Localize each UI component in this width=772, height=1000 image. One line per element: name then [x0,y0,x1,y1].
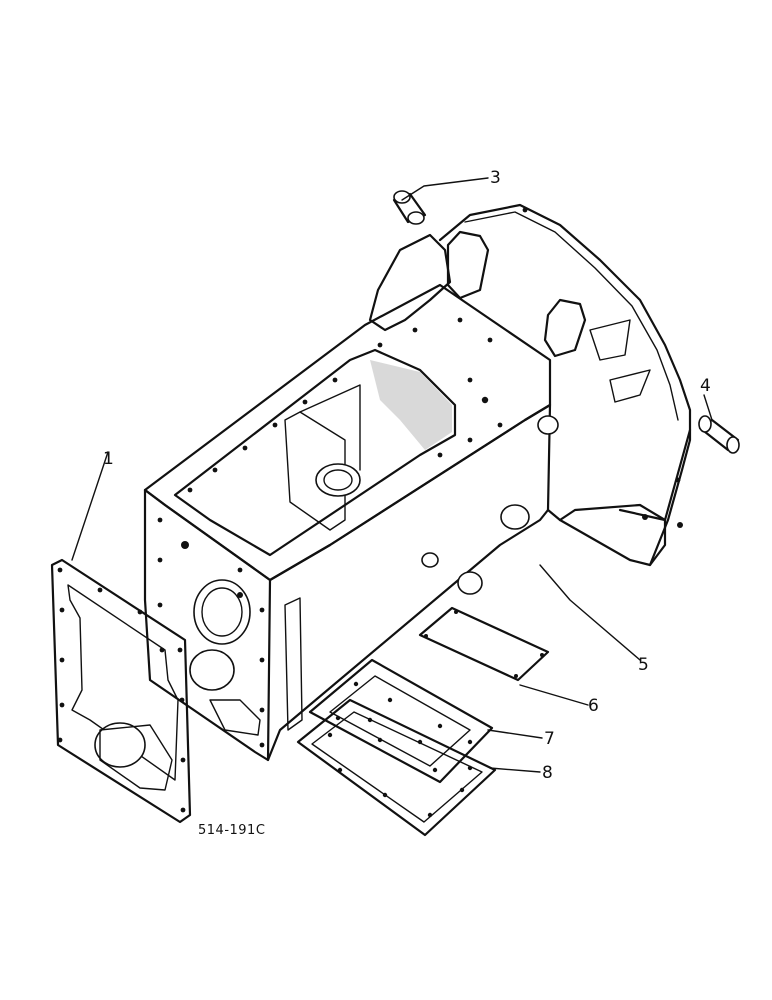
gasket-plate [308,658,494,784]
callout-5-label: 5 [638,655,649,675]
bottom-plate [296,698,497,837]
cover-plate [418,606,550,682]
callout-3-label: 3 [490,168,501,188]
callout-7-label: 7 [544,729,555,749]
callout-4-label: 4 [700,376,711,396]
callout-8-label: 8 [542,763,553,783]
callout-6-label: 6 [588,696,599,716]
leader-lines [71,177,713,773]
bushing-right [698,415,740,454]
callout-1-label: 1 [103,449,114,469]
bushing-left [392,190,427,225]
front-gasket [50,558,192,824]
figure-reference-code: 514-191C [198,823,265,838]
transmission-housing [143,203,692,762]
